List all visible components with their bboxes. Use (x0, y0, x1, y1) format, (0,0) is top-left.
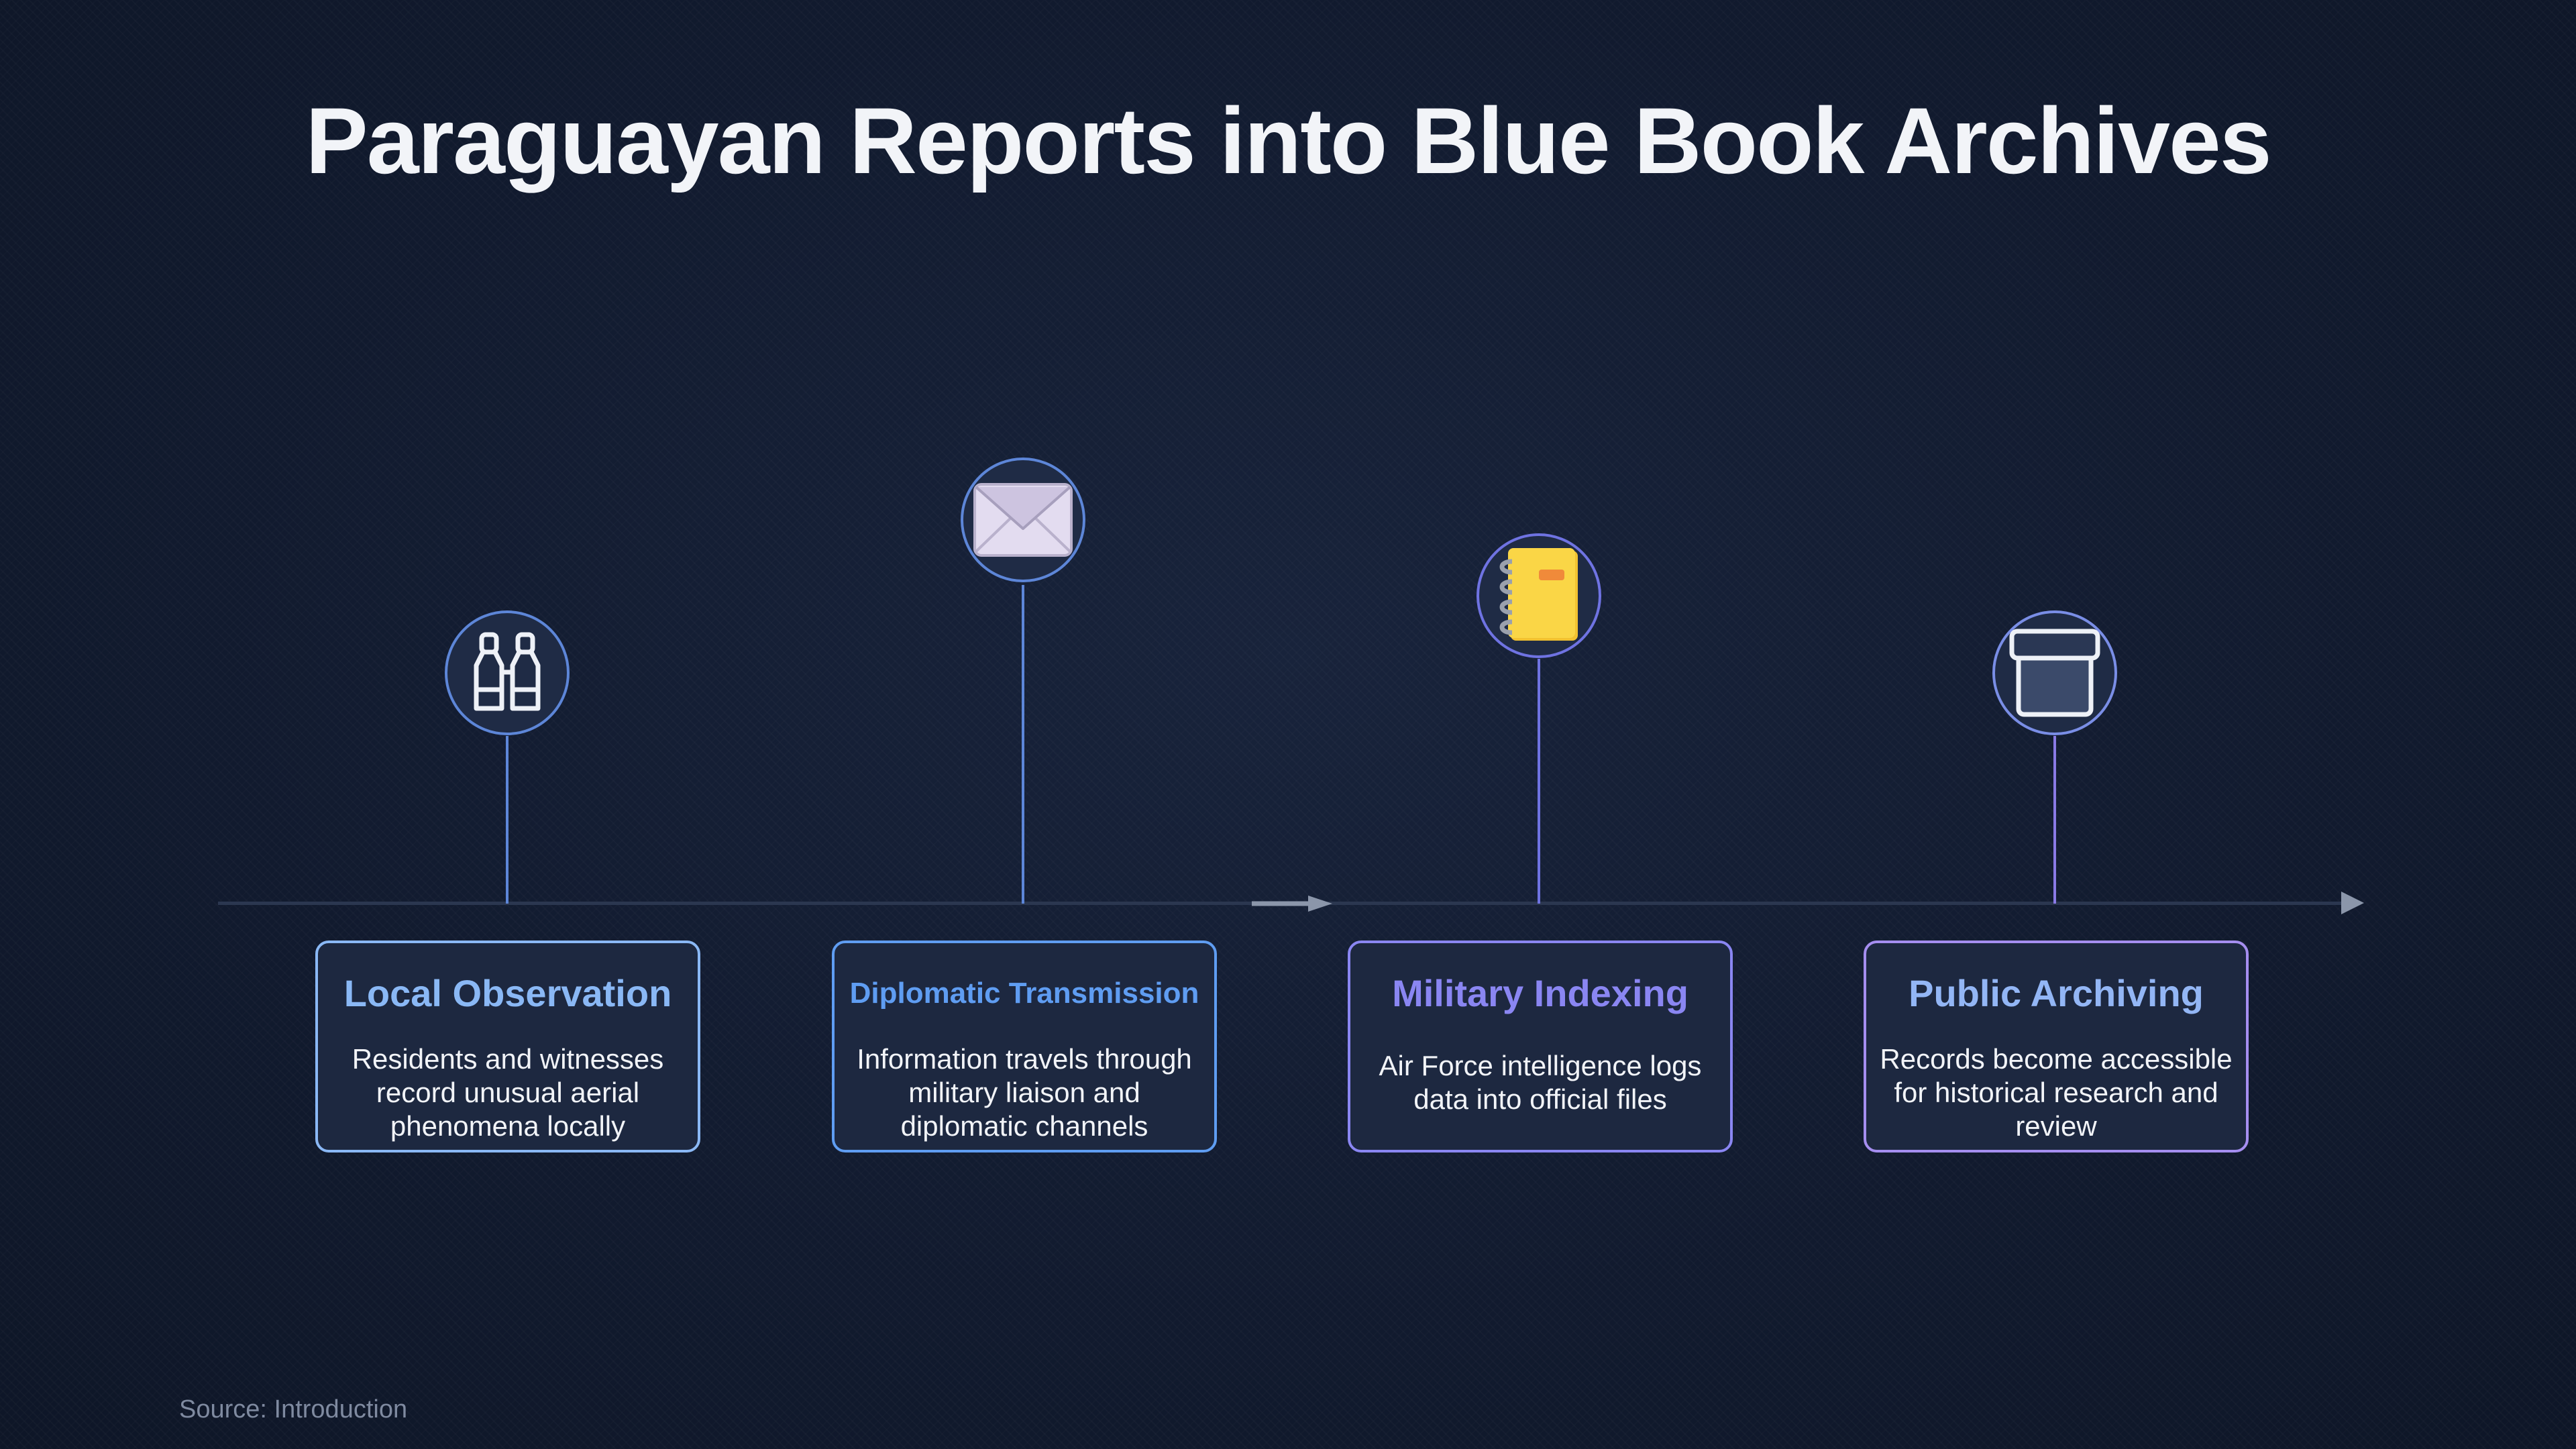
step-1-card: Local Observation Residents and witnesse… (315, 941, 700, 1152)
step-1-description: Residents and witnesses record unusual a… (352, 1043, 664, 1142)
step-2-card: Diplomatic Transmission Information trav… (832, 941, 1217, 1152)
step-4-connector (2053, 736, 2056, 904)
step-3-description: Air Force intelligence logs data into of… (1379, 1050, 1702, 1115)
step-4-node (1992, 610, 2117, 735)
step-3-connector (1538, 659, 1540, 904)
step-2-description: Information travels through military lia… (857, 1043, 1192, 1142)
flow-arrow-icon (1252, 896, 1332, 912)
envelope-icon (973, 483, 1073, 557)
step-2-title: Diplomatic Transmission (849, 977, 1199, 1010)
step-4-title: Public Archiving (1909, 972, 2204, 1014)
page-title: Paraguayan Reports into Blue Book Archiv… (305, 88, 2271, 193)
step-2-node (961, 458, 1085, 582)
binoculars-icon (474, 632, 541, 711)
archive-box-icon (2009, 629, 2100, 717)
step-1-connector (506, 736, 508, 904)
step-1-node (445, 610, 570, 735)
step-3-card: Military Indexing Air Force intelligence… (1348, 941, 1733, 1152)
step-4-description: Records become accessible for historical… (1880, 1043, 2233, 1142)
step-1-title: Local Observation (343, 972, 672, 1014)
source-note: Source: Introduction (179, 1395, 408, 1424)
timeline-end-arrowhead (2341, 892, 2364, 914)
step-2-connector (1022, 585, 1024, 904)
notebook-icon (1499, 548, 1578, 641)
step-3-node (1477, 533, 1601, 658)
step-4-card: Public Archiving Records become accessib… (1864, 941, 2249, 1152)
step-3-title: Military Indexing (1392, 972, 1688, 1014)
